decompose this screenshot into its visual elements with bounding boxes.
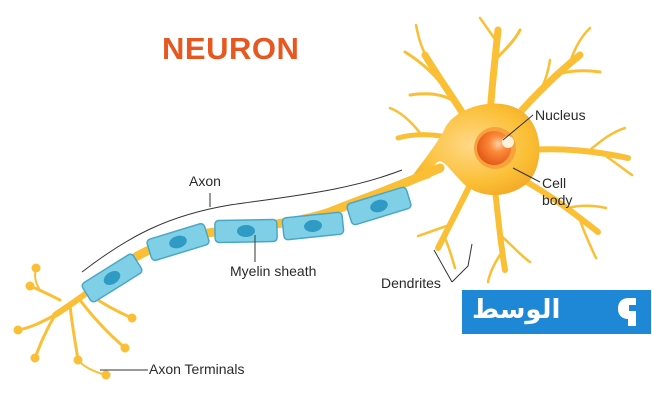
myelin-sheath bbox=[81, 186, 412, 303]
nucleus bbox=[474, 127, 516, 169]
logo-text: الوسط bbox=[472, 295, 560, 325]
axon-label: Axon bbox=[189, 173, 221, 189]
logo-mark-icon bbox=[615, 295, 643, 329]
alwasat-logo: الوسط bbox=[462, 290, 651, 334]
cell-body-label: Cell body bbox=[542, 175, 572, 209]
cell-body-label-line2: body bbox=[542, 192, 572, 209]
axon-terminals-label: Axon Terminals bbox=[149, 361, 244, 377]
myelin-sheath-label: Myelin sheath bbox=[230, 263, 316, 279]
cell-body bbox=[405, 103, 539, 195]
cell-body-label-line1: Cell bbox=[542, 175, 572, 192]
diagram-title: NEURON bbox=[162, 31, 299, 67]
dendrites-label: Dendrites bbox=[381, 275, 441, 291]
nucleus-label: Nucleus bbox=[535, 107, 586, 123]
